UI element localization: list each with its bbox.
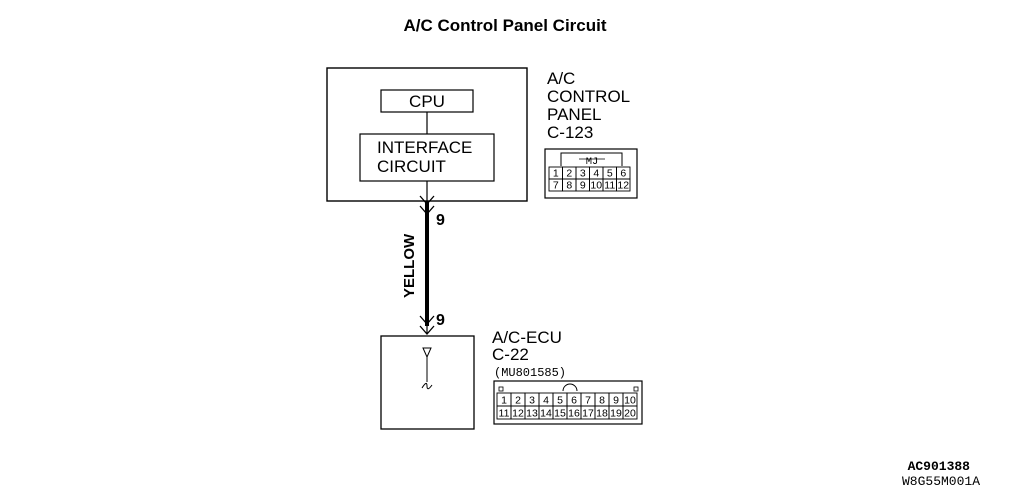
connector-c22-lug-right <box>633 386 639 392</box>
connector-c22-pin-label: 5 <box>557 395 563 407</box>
connector-c22-cell <box>622 405 638 420</box>
connector-c123-pin-label: 11 <box>604 180 615 192</box>
control-panel-name-line1: A/C <box>547 69 575 88</box>
control-panel-connector-id: C-123 <box>547 123 593 142</box>
ecu-input-terminal-symbol <box>422 347 432 359</box>
connector-c22-lug-left <box>498 386 504 392</box>
diagram-title: A/C Control Panel Circuit <box>403 16 607 35</box>
wire-top-terminal-mark <box>419 195 435 205</box>
yellow-wire <box>419 195 435 335</box>
connector-c22-pin-label: 7 <box>585 395 591 407</box>
wire-color-label: YELLOW <box>401 233 418 298</box>
connector-c22-pin-label: 15 <box>554 408 566 420</box>
ecu-part-number: (MU801585) <box>494 366 566 380</box>
connector-c123-pin-label: 6 <box>620 168 626 180</box>
connector-c22-pin-label: 9 <box>613 395 619 407</box>
connector-c22-pin-label: 19 <box>610 408 622 420</box>
connector-c123-pin-label: 7 <box>553 180 559 192</box>
connector-c123-pin-label: 9 <box>580 180 586 192</box>
connector-c22-pin-label: 10 <box>624 395 636 407</box>
ecu-ground-symbol <box>421 382 433 390</box>
connector-c123-pin-label: 5 <box>607 168 613 180</box>
figure-code-1: AC901388 <box>907 459 970 474</box>
wire-bottom-pin: 9 <box>436 312 445 329</box>
connector-c22-pin-label: 2 <box>515 395 521 407</box>
connector-c22-outline <box>493 380 643 425</box>
connector-c22-pin-label: 20 <box>624 408 636 420</box>
connector-c123-pin-label: 10 <box>590 180 602 192</box>
connector-c22-pin-label: 18 <box>596 408 608 420</box>
figure-code-2: W8G55M001A <box>901 474 980 489</box>
connector-c123-pin-label: 3 <box>580 168 586 180</box>
connector-c123-pin-label: 8 <box>566 180 572 192</box>
connector-c22-key <box>562 383 578 392</box>
connector-c22-pin-label: 3 <box>529 395 535 407</box>
interface-label-line1: INTERFACE <box>377 138 472 157</box>
connector-c22-pin-label: 17 <box>582 408 594 420</box>
cpu-label: CPU <box>409 92 445 111</box>
ecu-unit <box>380 335 475 430</box>
control-panel-unit: CPU INTERFACE CIRCUIT <box>326 67 528 202</box>
interface-label-line2: CIRCUIT <box>377 157 446 176</box>
connector-c123-cell <box>616 178 631 192</box>
connector-c123-tag: MJ <box>586 156 599 168</box>
connector-c22-pin-label: 8 <box>599 395 605 407</box>
ecu-box <box>380 335 475 430</box>
connector-c123-pin-label: 2 <box>566 168 572 180</box>
wire-top-pin: 9 <box>436 212 445 229</box>
connector-c22-pin-label: 12 <box>512 408 524 420</box>
connector-c123-latch <box>560 152 623 166</box>
connector-c123-outline <box>544 148 638 199</box>
control-panel-name-line3: PANEL <box>547 105 602 124</box>
control-panel-name-line2: CONTROL <box>547 87 630 106</box>
wire-bottom-terminal-mark <box>419 315 435 325</box>
connector-c22-pin-label: 1 <box>501 395 507 407</box>
ecu-name: A/C-ECU <box>492 328 562 347</box>
connector-c22-pin-label: 14 <box>540 408 552 420</box>
connector-c123-pin-label: 1 <box>553 168 559 180</box>
connector-c22-pin-label: 13 <box>526 408 538 420</box>
connector-c123-pin-label: 4 <box>593 168 599 180</box>
connector-c22-pin-label: 16 <box>568 408 580 420</box>
connector-c22-pin-label: 6 <box>571 395 577 407</box>
connector-c123-pin-label: 12 <box>617 180 629 192</box>
ecu-connector-id: C-22 <box>492 345 529 364</box>
wire-top-terminal-mark-2 <box>419 205 435 215</box>
connector-c22-pin-label: 4 <box>543 395 549 407</box>
connector-c22-pin-label: 11 <box>499 408 510 420</box>
